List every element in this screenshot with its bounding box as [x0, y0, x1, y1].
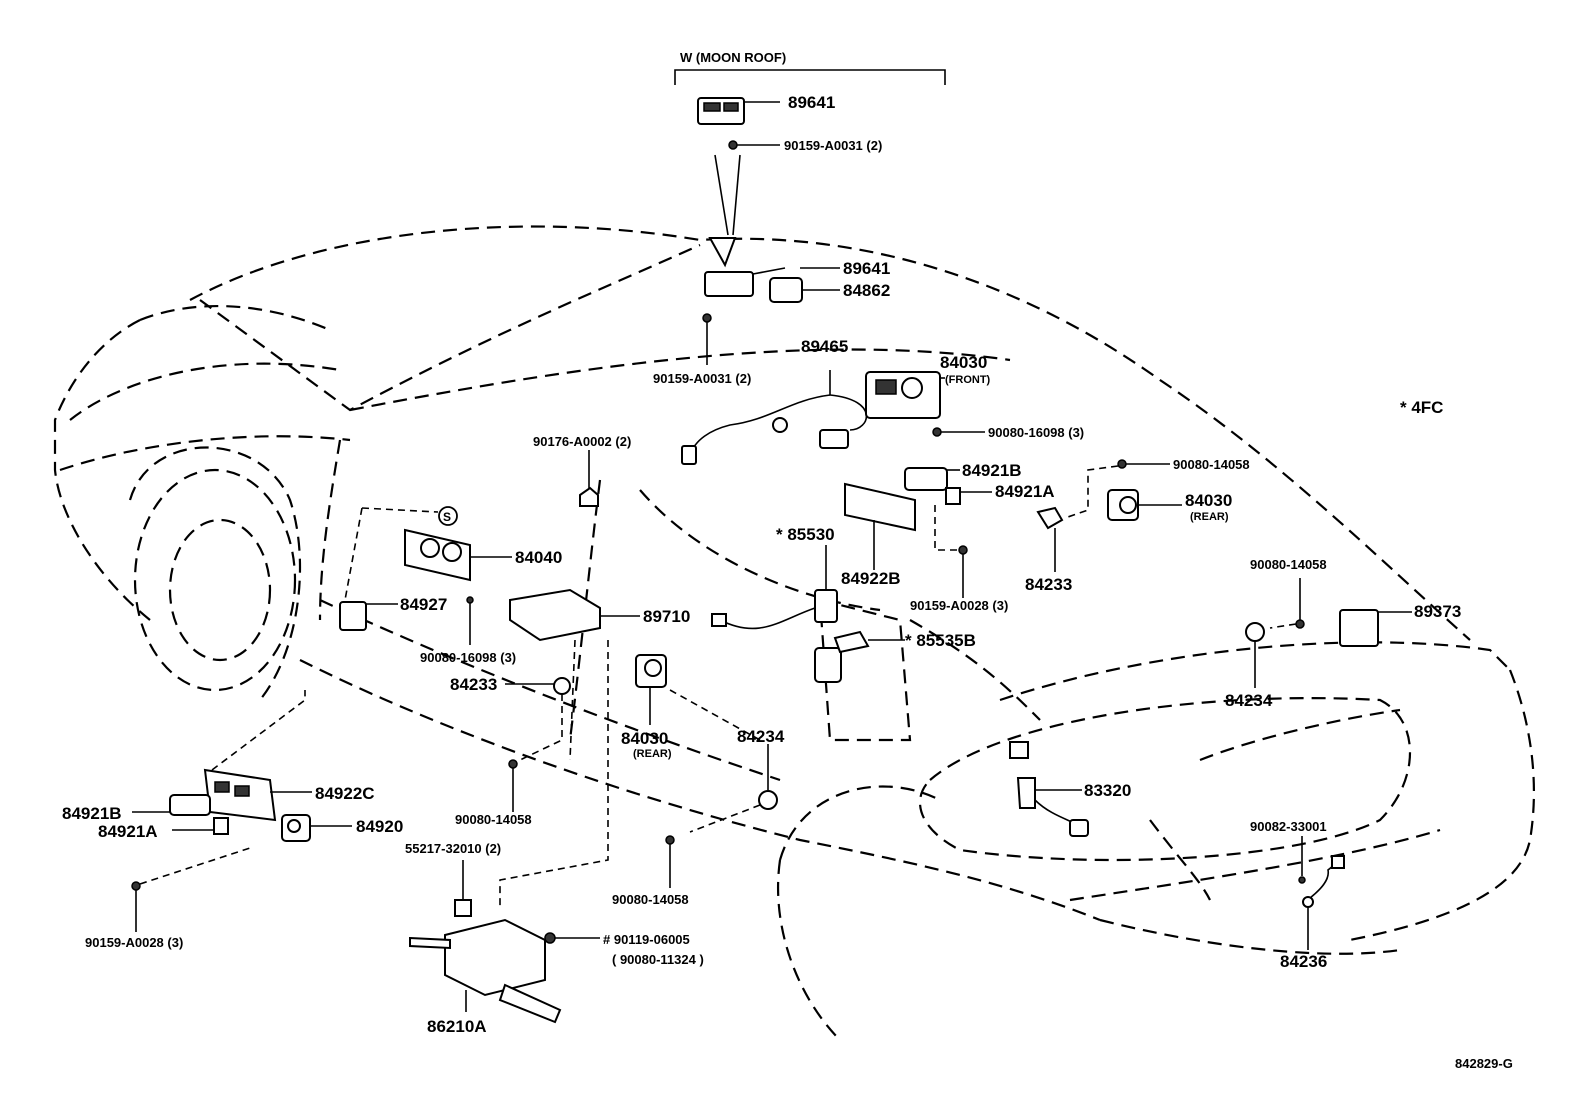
part-89641-shape — [704, 267, 840, 297]
figure-id: 842829-G — [1455, 1056, 1513, 1071]
label-90159-a0031: 90159-A0031 (2) — [653, 371, 751, 386]
label-89641-top: 89641 — [788, 93, 835, 112]
part-84030-rear-c-shape — [635, 654, 761, 741]
label-89641: 89641 — [843, 259, 890, 278]
part-84236-shape — [1302, 855, 1345, 950]
note-4fc: * 4FC — [1400, 398, 1443, 417]
label-55217: 55217-32010 (2) — [405, 841, 501, 856]
label-90082: 90082-33001 — [1250, 819, 1327, 834]
s-marker — [344, 506, 458, 601]
part-84921a-l-shape — [172, 817, 229, 835]
part-84921b-l-shape — [132, 794, 211, 816]
label-90080-14058-c: 90080-14058 — [612, 892, 689, 907]
screw-90080-14058-l — [508, 759, 518, 812]
screw-90159-top — [728, 140, 780, 150]
label-84030-rear-c-note: (REAR) — [633, 748, 672, 760]
part-84040-shape — [404, 528, 512, 582]
screw-90080-14058-r2 — [1269, 578, 1305, 629]
screw-90082 — [1298, 836, 1306, 884]
part-84927-shape — [339, 601, 398, 631]
part-84233-l-shape — [505, 677, 571, 761]
install-arrow — [708, 154, 741, 268]
label-90080-16098-l: 90080-16098 (3) — [420, 650, 516, 665]
label-85535b: * 85535B — [905, 631, 976, 650]
label-84236: 84236 — [1280, 952, 1327, 971]
label-84921b-l: 84921B — [62, 804, 122, 823]
label-84030-front-note: (FRONT) — [945, 374, 991, 386]
part-89373-shape — [1339, 609, 1412, 647]
label-90119: # 90119-06005 — [603, 932, 690, 947]
part-84233-r-shape — [1036, 506, 1064, 572]
clip-90176 — [579, 450, 599, 507]
label-84233-l: 84233 — [450, 675, 497, 694]
label-90159-a0028-c: 90159-A0028 (3) — [910, 598, 1008, 613]
label-84921a-r: 84921A — [995, 482, 1055, 501]
label-84030-rear-r-note: (REAR) — [1190, 511, 1229, 523]
label-84234-c: 84234 — [737, 727, 785, 746]
screw-90159-a0028-c — [958, 545, 968, 598]
part-84030-rear-r-shape — [1107, 489, 1182, 521]
screw-90159-a0031 — [702, 313, 712, 365]
part-86210a-shape — [409, 918, 562, 1024]
label-84927: 84927 — [400, 595, 447, 614]
label-84234-r: 84234 — [1225, 691, 1273, 710]
label-90080-16098-r: 90080-16098 (3) — [988, 425, 1084, 440]
screw-90080-16098-r — [932, 427, 985, 437]
label-84030-rear-r: 84030 — [1185, 491, 1232, 510]
part-84921b-r-shape — [904, 467, 960, 491]
label-90080-14058-r2: 90080-14058 — [1250, 557, 1327, 572]
label-89373: 89373 — [1414, 602, 1461, 621]
part-84922b-shape — [844, 482, 960, 570]
label-90080-14058-r1: 90080-14058 — [1173, 457, 1250, 472]
part-84922c-shape — [203, 690, 312, 822]
screw-90080-14058-c — [665, 835, 675, 888]
label-90176: 90176-A0002 (2) — [533, 434, 631, 449]
car-body-outline — [53, 225, 1536, 1041]
part-84234-r-shape — [1245, 622, 1265, 688]
label-84920: 84920 — [356, 817, 403, 836]
label-84921b-r: 84921B — [962, 461, 1022, 480]
label-84922b: 84922B — [841, 569, 901, 588]
label-84921a-l: 84921A — [98, 822, 158, 841]
part-84862-shape — [769, 277, 840, 303]
part-83320-shape — [1009, 741, 1089, 837]
part-84234-c-shape — [689, 744, 778, 833]
label-85530: * 85530 — [776, 525, 835, 544]
label-89465: 89465 — [801, 337, 848, 356]
label-90159-a0031-top: 90159-A0031 (2) — [784, 138, 882, 153]
label-84862: 84862 — [843, 281, 890, 300]
screw-90080-14058-r1 — [1064, 459, 1170, 519]
label-84233-r: 84233 — [1025, 575, 1072, 594]
label-90159-a0028-l: 90159-A0028 (3) — [85, 935, 183, 950]
part-85530-shape — [711, 545, 838, 630]
screw-90080-16098-l — [466, 596, 474, 645]
label-84030-front: 84030 — [940, 353, 987, 372]
part-89465-shape — [681, 370, 868, 465]
label-90080-14058-l: 90080-14058 — [455, 812, 532, 827]
label-86210a: 86210A — [427, 1017, 487, 1036]
part-84030-front-shape — [865, 371, 945, 419]
moon-roof-bracket: W (MOON ROOF) — [674, 50, 946, 85]
label-83320: 83320 — [1084, 781, 1131, 800]
label-90080-11324: ( 90080-11324 ) — [612, 952, 704, 967]
part-89641-top-shape — [697, 97, 780, 125]
part-84920-shape — [281, 814, 352, 842]
label-84040: 84040 — [515, 548, 562, 567]
part-89710-shape — [499, 588, 640, 910]
moon-roof-label: W (MOON ROOF) — [680, 50, 786, 65]
s-symbol: S — [443, 510, 451, 524]
label-89710: 89710 — [643, 607, 690, 626]
bolt-90119 — [544, 932, 600, 944]
part-55217-shape — [454, 860, 472, 917]
label-84030-rear-c: 84030 — [621, 729, 668, 748]
part-85535b-shape — [814, 630, 905, 683]
screw-90159-a0028-l — [131, 847, 251, 932]
label-84922c: 84922C — [315, 784, 375, 803]
part-84921a-r-shape — [945, 487, 992, 505]
